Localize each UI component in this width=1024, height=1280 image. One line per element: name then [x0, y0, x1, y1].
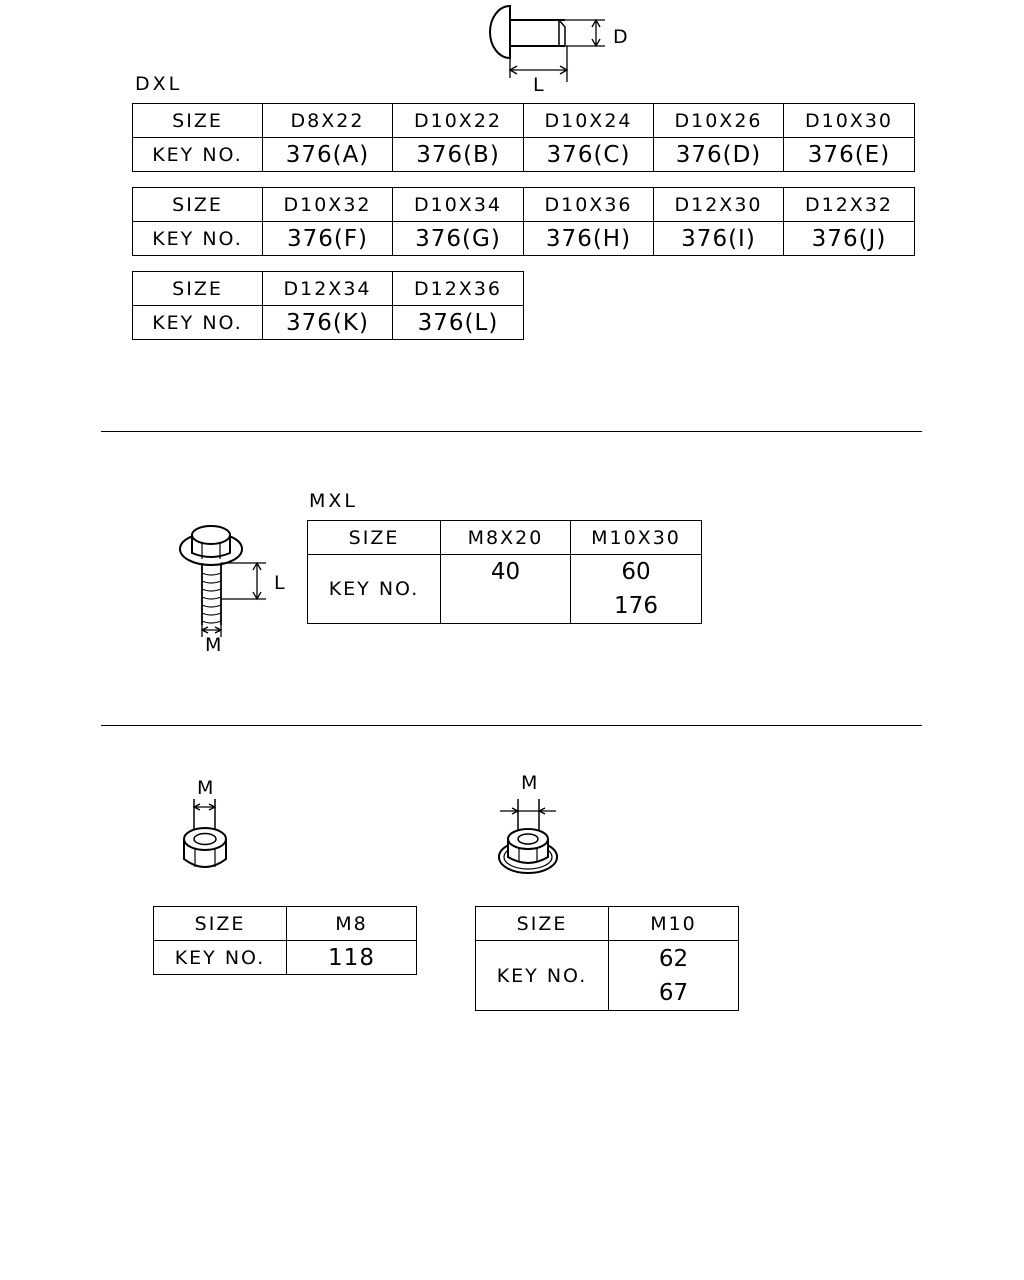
size-cell: D12X34 — [262, 271, 393, 306]
rivet-dim-l-label: L — [533, 74, 547, 96]
key-no-cell: 376(H) — [523, 221, 654, 256]
key-no-header: KEY NO. — [132, 137, 263, 172]
size-cell: D8X22 — [262, 103, 393, 138]
size-cell: D10X22 — [392, 103, 524, 138]
nut-m10-table: SIZE M10 KEY NO. 62 67 — [475, 906, 739, 1011]
size-cell: D12X36 — [392, 271, 524, 306]
size-header: SIZE — [307, 520, 441, 555]
key-no-cell: 40 — [440, 554, 571, 624]
size-header: SIZE — [475, 906, 609, 941]
key-no-cell: 376(E) — [783, 137, 915, 172]
nut-m10-dim-m-label: M — [521, 772, 541, 794]
rivet-dim-d-label: D — [613, 26, 631, 48]
nut-m8-dim-m-label: M — [197, 777, 217, 799]
bolt-table: SIZE M8X20 M10X30 KEY NO. 40 60 176 — [307, 520, 702, 624]
size-cell: M8X20 — [440, 520, 571, 555]
key-no-cell: 118 — [286, 940, 417, 975]
size-cell: D10X30 — [783, 103, 915, 138]
key-no-value: 40 — [490, 559, 521, 585]
rivet-drawing — [489, 4, 605, 82]
section-divider — [101, 725, 922, 726]
size-cell: D12X30 — [653, 187, 784, 222]
rivet-table-2: SIZE D10X32 D10X34 D10X36 D12X30 D12X32 … — [132, 187, 915, 256]
size-cell: D10X36 — [523, 187, 654, 222]
flange-bolt-drawing — [179, 525, 266, 637]
key-no-header: KEY NO. — [132, 221, 263, 256]
rivet-table-1: SIZE D8X22 D10X22 D10X24 D10X26 D10X30 K… — [132, 103, 915, 172]
key-no-cell: 376(G) — [392, 221, 524, 256]
key-no-cell: 376(L) — [392, 305, 524, 340]
key-no-header: KEY NO. — [153, 940, 287, 975]
nut-m8-table: SIZE M8 KEY NO. 118 — [153, 906, 417, 975]
key-no-header: KEY NO. — [475, 940, 609, 1011]
key-no-cell: 376(D) — [653, 137, 784, 172]
size-header: SIZE — [132, 187, 263, 222]
size-cell: M10 — [608, 906, 739, 941]
key-no-value: 60 — [621, 559, 651, 585]
size-cell: D12X32 — [783, 187, 915, 222]
key-no-cell: 376(I) — [653, 221, 784, 256]
rivet-designation: DXL — [135, 73, 183, 95]
flange-nut-drawing — [498, 799, 558, 874]
size-cell: D10X26 — [653, 103, 784, 138]
bolt-designation: MXL — [309, 490, 358, 512]
section-divider — [101, 431, 922, 432]
key-no-cell: 60 176 — [570, 554, 702, 624]
key-no-value: 67 — [658, 979, 689, 1006]
key-no-cell: 62 67 — [608, 940, 739, 1011]
key-no-cell: 376(B) — [392, 137, 524, 172]
size-cell: M10X30 — [570, 520, 702, 555]
size-header: SIZE — [132, 271, 263, 306]
key-no-value: 62 — [658, 945, 689, 972]
key-no-cell: 376(A) — [262, 137, 393, 172]
size-cell: D10X34 — [392, 187, 524, 222]
key-no-cell: 376(J) — [783, 221, 915, 256]
key-no-cell: 376(C) — [523, 137, 654, 172]
key-no-cell: 376(F) — [262, 221, 393, 256]
bolt-dim-l-label: L — [274, 572, 288, 594]
bolt-dim-m-label: M — [205, 634, 225, 656]
key-no-cell: 376(K) — [262, 305, 393, 340]
size-cell: M8 — [286, 906, 417, 941]
key-no-header: KEY NO. — [307, 554, 441, 624]
key-no-value: 176 — [614, 593, 658, 619]
size-header: SIZE — [153, 906, 287, 941]
size-cell: D10X24 — [523, 103, 654, 138]
hex-nut-drawing — [183, 799, 227, 868]
key-no-header: KEY NO. — [132, 305, 263, 340]
rivet-table-3: SIZE D12X34 D12X36 KEY NO. 376(K) 376(L) — [132, 271, 524, 340]
size-header: SIZE — [132, 103, 263, 138]
size-cell: D10X32 — [262, 187, 393, 222]
